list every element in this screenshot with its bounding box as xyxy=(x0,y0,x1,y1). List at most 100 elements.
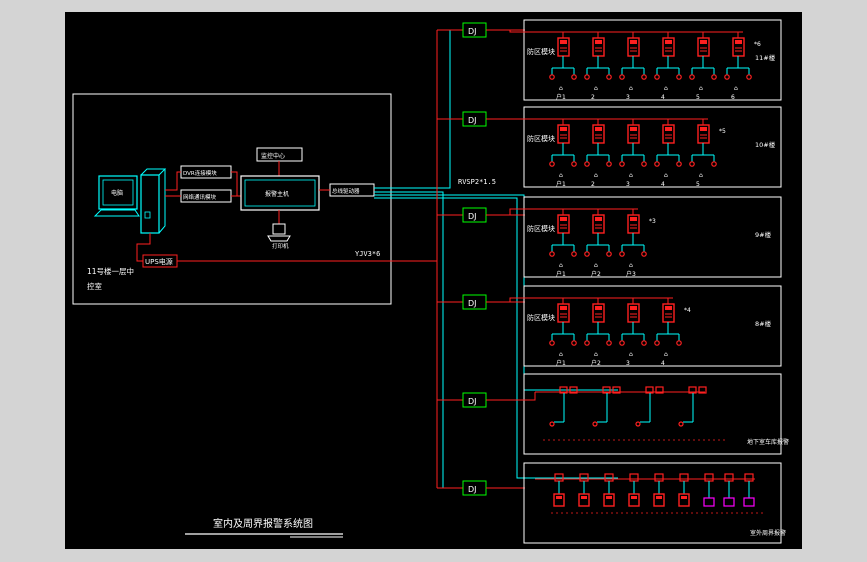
perimeter-panel: 室外周界报警 xyxy=(523,462,786,544)
zone-module-label: 防区模块 xyxy=(527,47,555,56)
door-label: 2 xyxy=(591,181,595,188)
dj-label: DJ xyxy=(468,212,477,221)
zone-module-label: 防区模块 xyxy=(527,313,555,322)
dj-label: DJ xyxy=(468,397,477,406)
detector-icon xyxy=(606,161,612,167)
detector-icon xyxy=(676,74,682,80)
alarm-host-box xyxy=(240,175,320,211)
perimeter-controller-icon xyxy=(553,493,565,507)
door-label: 户1 xyxy=(556,93,566,101)
power-cable-label: YJV3*6 xyxy=(355,250,380,258)
door-label: 5 xyxy=(696,181,700,188)
detector-icon xyxy=(689,74,695,80)
trunk-lines xyxy=(177,29,618,489)
dj-label: DJ xyxy=(468,116,477,125)
door-label: 户2 xyxy=(591,270,601,278)
door-label: 户1 xyxy=(556,359,566,367)
detector-icon xyxy=(619,251,625,257)
detector-icon xyxy=(549,74,555,80)
detector-icon xyxy=(746,74,752,80)
door-icon: ⌂ xyxy=(594,85,598,92)
door-label: 户1 xyxy=(556,270,566,278)
printer-icon xyxy=(267,223,291,242)
perimeter-beam-icon xyxy=(703,497,715,507)
door-icon: ⌂ xyxy=(559,172,563,179)
detector-icon xyxy=(641,340,647,346)
detector-icon xyxy=(549,251,555,257)
detector-icon xyxy=(619,161,625,167)
dj-label: DJ xyxy=(468,27,477,36)
perimeter-node-icon xyxy=(744,473,754,482)
room-label-1: 11号楼一层中 xyxy=(87,266,134,276)
detector-icon xyxy=(641,161,647,167)
detector-icon xyxy=(584,340,590,346)
door-icon: ⌂ xyxy=(629,172,633,179)
perimeter-controller-icon xyxy=(603,493,615,507)
ups-label: UPS电源 xyxy=(145,257,173,266)
detector-icon xyxy=(635,421,641,427)
alarm-system-diagram: 电脑 DVR连接模块 网络通讯模块 监控中心 报警主机 打 xyxy=(72,19,789,544)
door-label: 3 xyxy=(626,181,630,188)
diagram-title: 室内及周界报警系统图 xyxy=(213,517,313,530)
dvr-module-label: DVR连接模块 xyxy=(183,169,217,177)
computer-label: 电脑 xyxy=(111,189,123,197)
door-icon: ⌂ xyxy=(629,351,633,358)
perimeter-controller-icon xyxy=(578,493,590,507)
door-icon: ⌂ xyxy=(594,351,598,358)
door-icon: ⌂ xyxy=(664,351,668,358)
door-icon: ⌂ xyxy=(664,172,668,179)
perimeter-controller-icon xyxy=(678,493,690,507)
multiplier-label: *6 xyxy=(754,41,761,48)
detector-icon xyxy=(571,251,577,257)
door-icon: ⌂ xyxy=(734,85,738,92)
perimeter-node-icon xyxy=(654,473,664,482)
door-icon: ⌂ xyxy=(559,351,563,358)
printer-label: 打印机 xyxy=(272,242,289,250)
door-label: 5 xyxy=(696,94,700,101)
building-label: 11#楼 xyxy=(755,53,776,62)
zone-module-label: 防区模块 xyxy=(527,134,555,143)
door-icon: ⌂ xyxy=(594,262,598,269)
detector-icon xyxy=(584,74,590,80)
detector-icon xyxy=(711,74,717,80)
perimeter-beam-icon xyxy=(723,497,735,507)
perimeter-node-icon xyxy=(724,473,734,482)
door-icon: ⌂ xyxy=(629,262,633,269)
detector-icon xyxy=(711,161,717,167)
drawing-canvas: 电脑 DVR连接模块 网络通讯模块 监控中心 报警主机 打 xyxy=(65,12,802,549)
zone-module-label: 防区模块 xyxy=(527,224,555,233)
detector-icon xyxy=(676,161,682,167)
detector-icon xyxy=(549,421,555,427)
detector-icon xyxy=(606,340,612,346)
alarm-host-label: 报警主机 xyxy=(265,190,289,198)
door-label: 6 xyxy=(731,94,735,101)
perimeter-node-icon xyxy=(704,473,714,482)
detector-icon xyxy=(689,161,695,167)
door-icon: ⌂ xyxy=(629,85,633,92)
detector-icon xyxy=(654,340,660,346)
detector-icon xyxy=(641,251,647,257)
door-label: 户2 xyxy=(591,359,601,367)
perimeter-controller-icon xyxy=(653,493,665,507)
door-icon: ⌂ xyxy=(559,85,563,92)
garage-sensor-icon xyxy=(569,386,578,394)
door-label: 3 xyxy=(626,94,630,101)
door-label: 2 xyxy=(591,94,595,101)
bus-cable-label: RVSP2*1.5 xyxy=(458,178,496,186)
garage-sensor-icon xyxy=(698,386,707,394)
network-module-label: 网络通讯模块 xyxy=(183,193,217,201)
door-icon: ⌂ xyxy=(699,172,703,179)
detector-icon xyxy=(619,74,625,80)
detector-icon xyxy=(606,251,612,257)
multiplier-label: *3 xyxy=(649,218,656,225)
door-label: 4 xyxy=(661,360,665,367)
perimeter-beam-icon xyxy=(743,497,755,507)
detector-icon xyxy=(549,161,555,167)
detector-icon xyxy=(678,421,684,427)
detector-icon xyxy=(571,74,577,80)
building-frame xyxy=(523,106,782,188)
garage-panel: 地下室车库报警 xyxy=(486,373,789,455)
